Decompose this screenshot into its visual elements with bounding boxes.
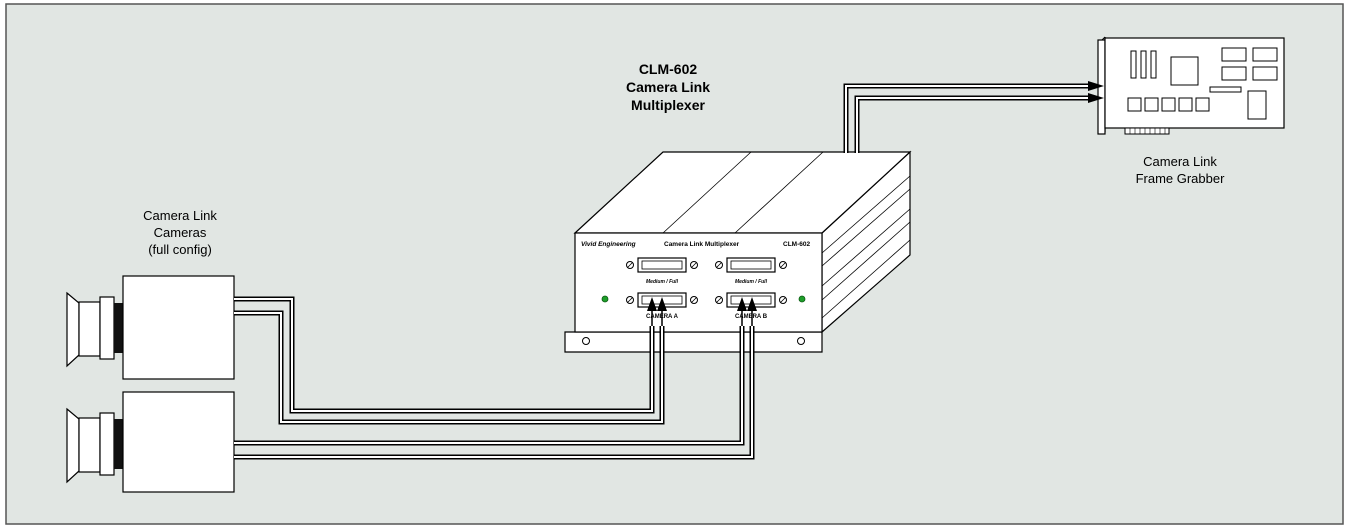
cable-port-leads	[651, 311, 753, 326]
status-led-icon	[798, 295, 806, 303]
cameras-caption-line1: Camera Link	[143, 208, 217, 223]
cables	[234, 83, 1090, 460]
frame-grabber-caption: Camera Link Frame Grabber	[1110, 153, 1250, 187]
frame-grabber-card	[1097, 36, 1285, 135]
frame-grabber-caption-line1: Camera Link	[1143, 154, 1217, 169]
arrow-up-icon	[737, 297, 747, 311]
card-chips	[1127, 47, 1278, 120]
cameras-caption-line2: Cameras	[153, 225, 207, 240]
status-led-icon	[601, 295, 609, 303]
cameras-caption-line3: (full config)	[148, 242, 212, 257]
frame-grabber-caption-line2: Frame Grabber	[1135, 171, 1225, 186]
camera-lens-hood	[66, 407, 80, 484]
multiplexer-base-plate	[564, 331, 823, 353]
multiplexer-front-panel	[574, 232, 823, 333]
card-edge-connector	[1124, 127, 1170, 135]
camera-lens-hood	[66, 291, 80, 368]
cable-arrowheads	[647, 81, 1104, 311]
multiplexer-name-line2: Multiplexer	[631, 97, 705, 113]
camera-lens-ring	[114, 303, 123, 353]
arrow-right-icon	[1088, 93, 1104, 103]
cameras-caption: Camera Link Cameras (full config)	[110, 207, 250, 258]
multiplexer-name-line1: Camera Link	[625, 79, 711, 95]
connector-medium-full-b[interactable]: Medium / Full	[715, 257, 787, 285]
mount-hole-icon	[797, 337, 805, 345]
multiplexer-model: CLM-602	[638, 61, 698, 77]
camera-body	[122, 391, 235, 493]
arrow-up-icon	[647, 297, 657, 311]
connector-label: Medium / Full	[735, 279, 768, 285]
arrow-right-icon	[1088, 81, 1104, 91]
mount-hole-icon	[582, 337, 590, 345]
panel-model-text: CLM-602	[783, 241, 810, 248]
panel-brand-text: Vivid Engineering	[581, 241, 636, 248]
camera-body	[122, 275, 235, 380]
multiplexer-box: Vivid Engineering Camera Link Multiplexe…	[564, 150, 912, 353]
camera-top	[66, 275, 235, 380]
camera-bottom	[66, 391, 235, 493]
arrow-up-icon	[747, 297, 757, 311]
connector-medium-full-a[interactable]: Medium / Full	[626, 257, 698, 285]
camera-lens-ring	[114, 419, 123, 469]
connector-label: Medium / Full	[646, 279, 679, 285]
arrow-up-icon	[657, 297, 667, 311]
multiplexer-title: CLM-602 Camera Link Multiplexer	[600, 60, 736, 114]
panel-product-text: Camera Link Multiplexer	[664, 241, 740, 248]
